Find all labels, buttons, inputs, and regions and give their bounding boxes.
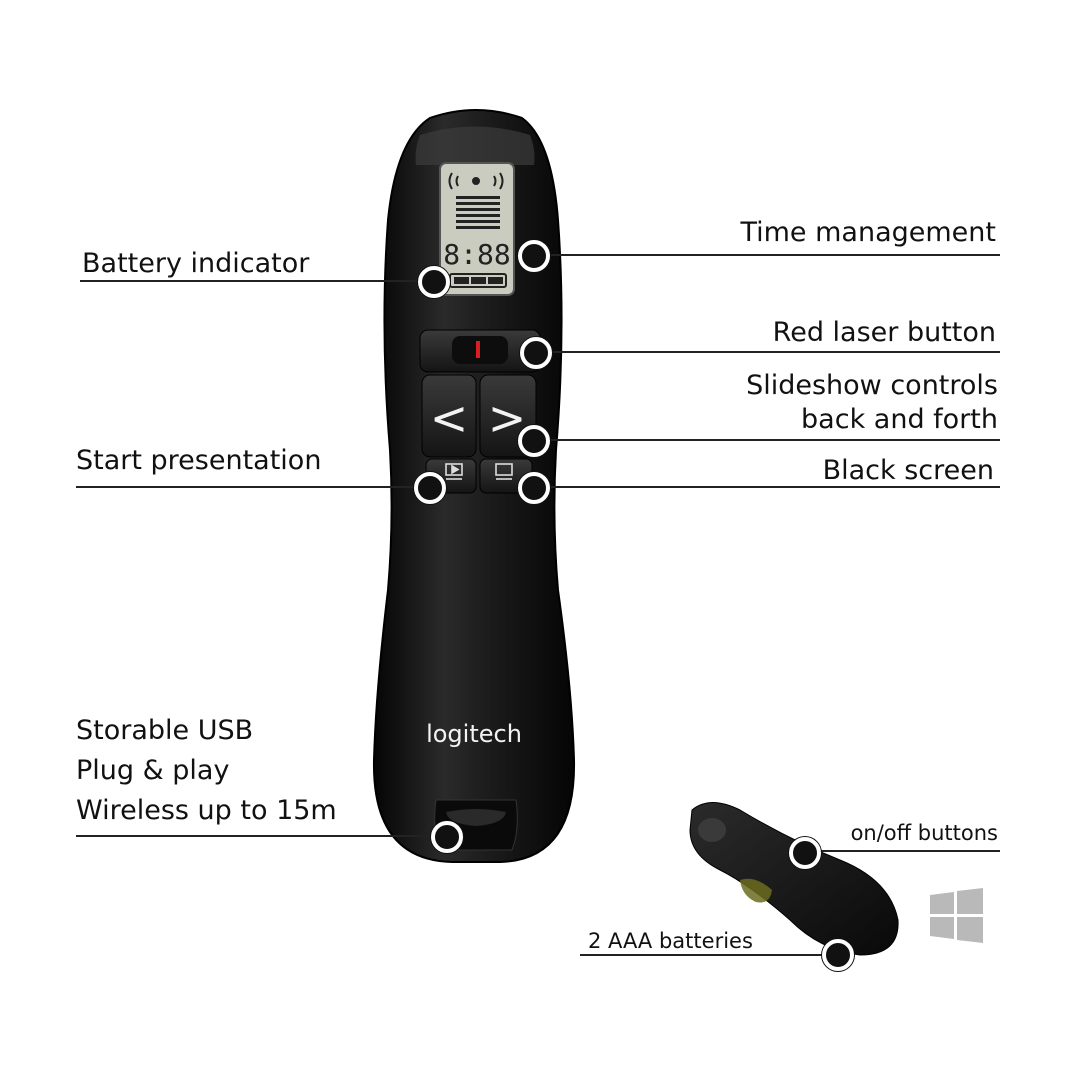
red-laser-dot — [520, 337, 552, 369]
start-rule — [76, 486, 428, 488]
start-presentation-label: Start presentation — [76, 445, 322, 476]
usb-label-line3: Wireless up to 15m — [76, 795, 337, 826]
battery-indicator-dot — [418, 266, 450, 298]
time-management-dot — [518, 240, 550, 272]
black-screen-label: Black screen — [822, 455, 994, 486]
play-screen-icon — [445, 463, 463, 480]
time-management-label: Time management — [740, 217, 996, 248]
black-screen-icon — [495, 463, 513, 480]
usb-label-line1: Storable USB — [76, 715, 254, 746]
windows-logo-icon — [930, 888, 983, 943]
start-presentation-dot — [414, 472, 446, 504]
laser-rule — [534, 351, 1000, 353]
batteries-label: 2 AAA batteries — [588, 929, 753, 953]
back-button — [421, 374, 477, 458]
lcd-time: 8:88 — [443, 238, 510, 271]
back-chevron-icon: < — [430, 391, 469, 445]
usb-rule — [76, 835, 446, 837]
batteries-rule — [580, 954, 836, 956]
wireless-signal-icon — [448, 172, 504, 190]
black-rule — [534, 486, 1000, 488]
battery-label-strip — [740, 878, 772, 903]
slideshow-dot — [518, 425, 550, 457]
battery-bar-icon — [449, 273, 507, 288]
lcd-slide-bars — [456, 196, 500, 229]
onoff-rule — [804, 850, 1000, 852]
black-screen-dot — [518, 472, 550, 504]
side-device-body — [689, 802, 899, 956]
onoff-dot — [789, 837, 821, 869]
usb-label-line2: Plug & play — [76, 755, 230, 786]
usb-dot — [431, 821, 463, 853]
battery-rule — [80, 280, 432, 282]
body-gloss — [415, 126, 535, 165]
batteries-dot — [822, 939, 854, 971]
logitech-logo: logitech — [426, 720, 522, 748]
battery-indicator-label: Battery indicator — [82, 248, 310, 279]
slideshow-label-line2: back and forth — [801, 404, 998, 435]
slideshow-rule — [534, 439, 1000, 441]
red-laser-label: Red laser button — [772, 317, 996, 348]
laser-indicator — [476, 341, 480, 358]
slideshow-label-line1: Slideshow controls — [746, 370, 998, 401]
time-rule — [534, 254, 1000, 256]
on-off-label: on/off buttons — [850, 821, 998, 845]
